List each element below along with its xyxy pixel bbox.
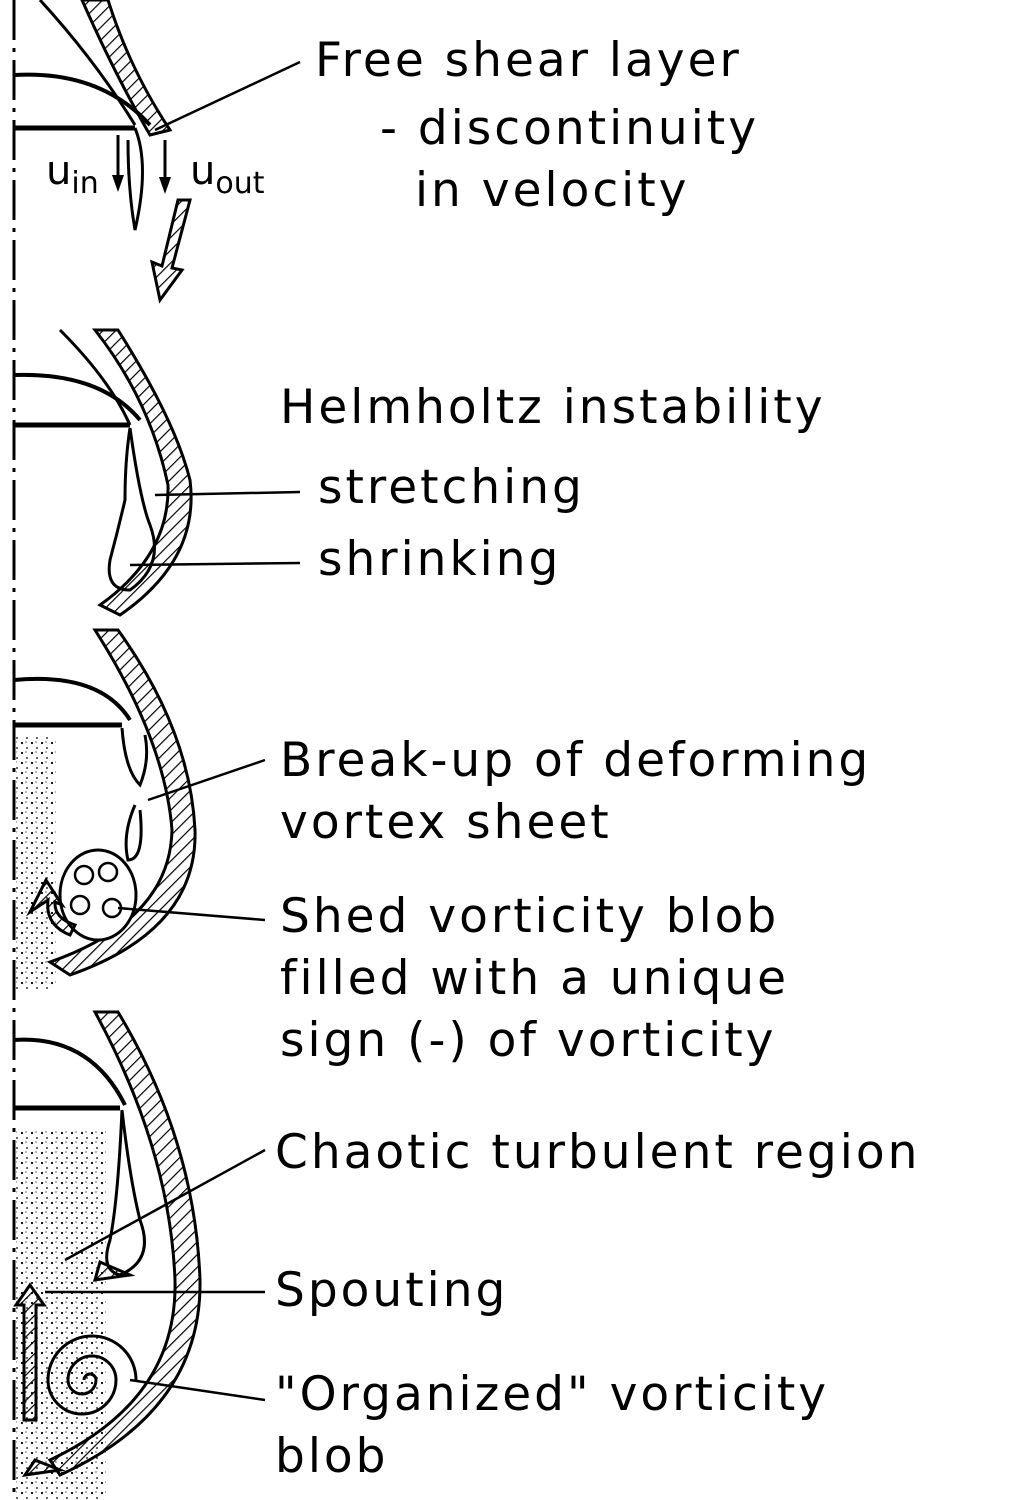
- label-free-shear-layer: Free shear layer: [315, 28, 742, 94]
- label-discontinuity: - discontinuity: [380, 96, 759, 162]
- shear-sheet-1: [128, 128, 143, 230]
- label-blob: blob: [275, 1424, 388, 1490]
- u-out-symbol: uout: [190, 148, 265, 201]
- leader-free-shear: [155, 62, 300, 130]
- flow-arrow-1: [152, 200, 190, 300]
- label-stretching: stretching: [318, 455, 585, 521]
- label-helmholtz-instability: Helmholtz instability: [280, 375, 826, 441]
- label-organized-vorticity: "Organized" vorticity: [275, 1362, 829, 1428]
- label-shed-vorticity-blob: Shed vorticity blob: [280, 884, 779, 950]
- vortex-tail: [126, 805, 141, 860]
- panel-4-sketch: [14, 1012, 200, 1500]
- label-spouting: Spouting: [275, 1258, 508, 1324]
- return-arrow-4: [95, 1262, 130, 1280]
- panel-3-sketch: [14, 630, 195, 990]
- panel-1-sketch: [14, 0, 190, 300]
- label-vortex-sheet: vortex sheet: [280, 790, 612, 856]
- label-break-up: Break-up of deforming: [280, 728, 871, 794]
- label-shrinking: shrinking: [318, 527, 561, 593]
- label-sign-of-vorticity: sign (-) of vorticity: [280, 1008, 776, 1074]
- nozzle-contour-2: [14, 375, 140, 420]
- chaotic-sheet: [107, 1110, 145, 1275]
- breakup-sheet: [122, 728, 147, 785]
- stipple-region-3: [16, 735, 56, 990]
- nozzle-contour-4: [14, 1040, 125, 1105]
- u-in-symbol: uin: [46, 148, 99, 201]
- panel-2-sketch: [14, 330, 191, 615]
- nozzle-contour-3: [14, 679, 130, 720]
- label-in-velocity: in velocity: [415, 158, 689, 224]
- label-filled-with: filled with a unique: [280, 946, 789, 1012]
- label-chaotic-turbulent-region: Chaotic turbulent region: [275, 1120, 920, 1186]
